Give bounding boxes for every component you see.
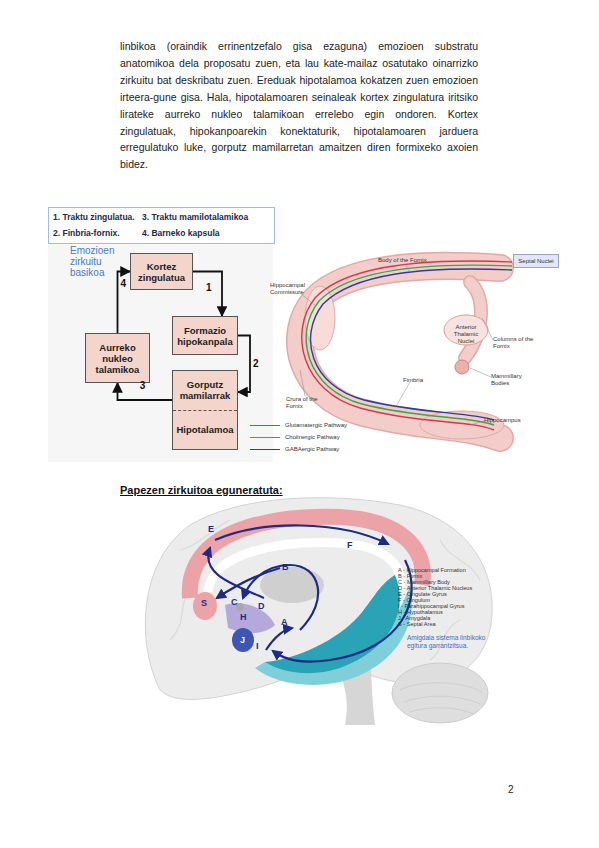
callout-letter: S bbox=[201, 598, 207, 608]
page-number: 2 bbox=[508, 784, 514, 795]
callout-letter: C bbox=[231, 597, 238, 607]
flow-arrow bbox=[193, 272, 222, 317]
callout-letter: D bbox=[258, 601, 265, 611]
callout-letter: H bbox=[240, 612, 247, 622]
key-item: H - Hypothalamus bbox=[398, 609, 443, 615]
part-label: Hippocampus bbox=[484, 417, 521, 424]
part-label: Columns of the Fornix bbox=[493, 336, 543, 350]
process-box: Kortez zingulatua bbox=[130, 253, 193, 290]
process-box: Gorputz mamilarrakHipotalamoa bbox=[172, 370, 238, 450]
legend-item: 4. Barneko kapsula bbox=[142, 228, 219, 238]
key-item: C - Mammillary Body bbox=[398, 579, 450, 585]
circuit-title: Emozioen zirkuitu basikoa bbox=[70, 245, 132, 278]
brain-illustration bbox=[145, 498, 492, 725]
box-subpart: Hipotalamoa bbox=[173, 410, 237, 450]
box-text: Formazio hipokanpala bbox=[173, 325, 237, 347]
part-label: Body of the Fornix bbox=[378, 257, 427, 264]
box-text: Aurreko nukleo talamikoa bbox=[86, 342, 149, 375]
legend-text: GABAergic Pathway bbox=[285, 446, 339, 453]
legend-line-sample bbox=[250, 437, 280, 438]
legend-text: Cholinergic Pathway bbox=[285, 434, 340, 441]
edge-number: 3 bbox=[140, 380, 146, 391]
edge-number: 4 bbox=[121, 278, 127, 289]
callout-letter: A bbox=[281, 617, 288, 627]
septal-nuclei-box: Septal Nuclei bbox=[513, 254, 559, 268]
part-label: Anterior Thalamic Nuclei bbox=[448, 324, 484, 345]
part-label: Hippocampal Commissure bbox=[270, 282, 306, 296]
edge-number: 2 bbox=[253, 358, 259, 369]
callout-letter: J bbox=[240, 635, 245, 645]
key-item: J - Amygdala bbox=[398, 615, 430, 621]
legend-frame bbox=[49, 208, 275, 244]
box-title: Gorputz mamilarrak bbox=[173, 371, 237, 410]
fornix-illustration bbox=[300, 261, 512, 439]
callout-letter: B bbox=[282, 562, 289, 572]
key-item: E - Cingulate Gyrus bbox=[398, 591, 447, 597]
box-text: Septal Nuclei bbox=[518, 258, 553, 264]
legend-text: Glutamatergic Pathway bbox=[285, 422, 347, 429]
part-label: Crura of the Fornix bbox=[286, 396, 324, 410]
key-item: S - Septal Area bbox=[398, 621, 436, 627]
legend-item: 3. Traktu mamilotalamikoa bbox=[142, 212, 248, 222]
process-box: Formazio hipokanpala bbox=[172, 316, 238, 355]
key-item: A - Hippocampal Formation bbox=[398, 567, 466, 573]
edge-number: 1 bbox=[206, 282, 212, 293]
body-paragraph: linbikoa (oraindik errinentzefalo gisa e… bbox=[120, 38, 478, 173]
part-label: Mammillary Bodies bbox=[491, 373, 531, 387]
legend-line-sample bbox=[250, 449, 280, 450]
process-box: Aurreko nukleo talamikoa bbox=[85, 333, 150, 383]
flow-arrow bbox=[118, 272, 131, 334]
key-item: F - Cingulum bbox=[398, 597, 430, 603]
note-text: Amigdala sistema linbikoko egitura garra… bbox=[407, 634, 493, 650]
key-item: I - Parahippocampal Gyrus bbox=[398, 603, 465, 609]
key-item: B - Fornix bbox=[398, 573, 422, 579]
key-item: D - Anterior Thalamic Nucleus bbox=[398, 585, 472, 591]
callout-letter: F bbox=[347, 540, 353, 550]
callout-letter: E bbox=[208, 524, 214, 534]
section-heading: Papezen zirkuitoa eguneratuta: bbox=[120, 484, 283, 496]
panel-background bbox=[48, 245, 273, 462]
legend-item: 1. Traktu zingulatua. bbox=[53, 212, 135, 222]
flow-arrow bbox=[238, 336, 250, 393]
legend-item: 2. Finbria-fornix. bbox=[53, 228, 120, 238]
legend-line-sample bbox=[250, 425, 280, 426]
part-label: Fimbria bbox=[403, 377, 423, 384]
callout-letter: I bbox=[256, 641, 259, 651]
box-text: Kortez zingulatua bbox=[131, 261, 192, 283]
